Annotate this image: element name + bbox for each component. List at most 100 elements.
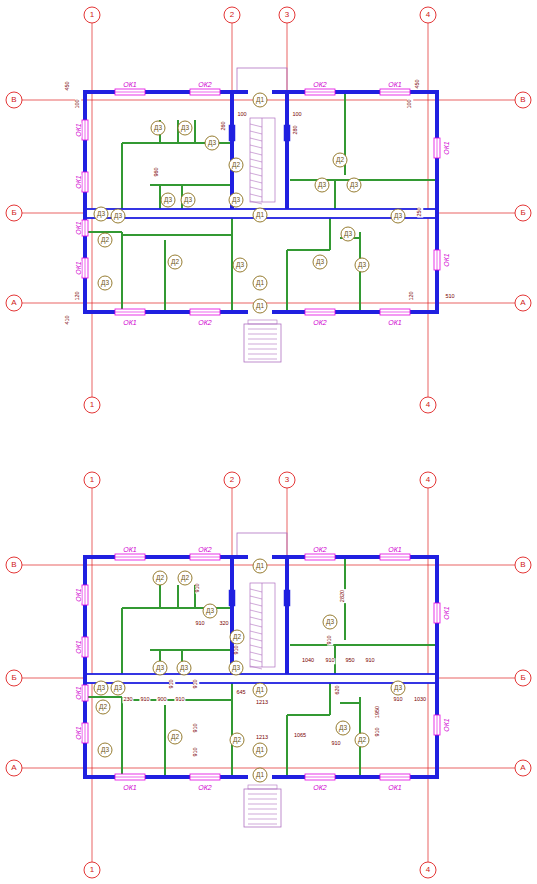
partition bbox=[121, 143, 123, 209]
axis-bubble bbox=[6, 760, 22, 776]
axis-bubble bbox=[224, 472, 240, 488]
door-mark-circle bbox=[253, 743, 267, 757]
axis-label: 3 bbox=[285, 476, 289, 484]
dimension: 1213 bbox=[255, 735, 269, 741]
dimension: 960 bbox=[154, 166, 160, 177]
door-mark: Д2 bbox=[358, 737, 366, 744]
window-mark: ОК2 bbox=[312, 784, 327, 791]
window bbox=[115, 774, 145, 780]
door-mark-circle bbox=[98, 743, 112, 757]
dimension: 950 bbox=[344, 658, 355, 664]
partition bbox=[287, 714, 330, 716]
partition bbox=[290, 179, 435, 181]
door-mark: Д3 bbox=[236, 262, 244, 269]
door-mark: Д2 bbox=[233, 737, 241, 744]
stair-wall bbox=[230, 92, 234, 209]
dimension: 910 bbox=[193, 746, 199, 757]
dimension: 2820 bbox=[340, 589, 346, 603]
door-mark: Д2 bbox=[336, 157, 344, 164]
stair-rail bbox=[262, 583, 263, 667]
axis-label: 4 bbox=[426, 401, 430, 409]
stair-step bbox=[250, 666, 262, 669]
stair-step bbox=[250, 131, 262, 134]
axis-bubble bbox=[84, 472, 100, 488]
door-mark-circle bbox=[229, 158, 243, 172]
window-glass bbox=[85, 585, 86, 605]
door-mark: Д3 bbox=[164, 197, 172, 204]
window-mark: ОК1 bbox=[443, 140, 450, 155]
dimension: 260 bbox=[221, 120, 227, 131]
dimension: 1040 bbox=[301, 658, 315, 664]
partition bbox=[121, 232, 123, 310]
axis-bubble bbox=[224, 7, 240, 23]
window-glass bbox=[380, 777, 410, 778]
partition bbox=[340, 702, 360, 704]
door-mark-circle bbox=[111, 209, 125, 223]
window bbox=[82, 120, 88, 140]
window bbox=[190, 309, 220, 315]
door-mark-circle bbox=[253, 276, 267, 290]
partition bbox=[122, 234, 232, 236]
door-mark: Д2 bbox=[171, 259, 179, 266]
axis-label: 4 bbox=[426, 476, 430, 484]
window-mark: ОК1 bbox=[75, 174, 82, 189]
axis-label: Б bbox=[520, 674, 525, 682]
door-mark: Д3 bbox=[394, 685, 402, 692]
door-mark: Д2 bbox=[171, 734, 179, 741]
stair-step bbox=[250, 194, 262, 197]
dimension: 510 bbox=[444, 294, 455, 300]
landing bbox=[248, 785, 277, 789]
stair-step bbox=[248, 804, 277, 805]
door-mark-circle bbox=[230, 733, 244, 747]
dimension: 900 bbox=[156, 697, 167, 703]
window bbox=[434, 138, 440, 158]
dimension: 1030 bbox=[413, 697, 427, 703]
door-mark: Д2 bbox=[232, 162, 240, 169]
dimension: 250 bbox=[417, 206, 423, 217]
partition bbox=[329, 218, 331, 250]
window bbox=[115, 89, 145, 95]
door-mark-circle bbox=[94, 681, 108, 695]
axis-line bbox=[22, 565, 515, 566]
window-glass bbox=[305, 92, 335, 93]
door-mark-circle bbox=[229, 661, 243, 675]
partition bbox=[329, 683, 331, 715]
window-glass bbox=[85, 685, 86, 701]
door-mark: Д1 bbox=[256, 303, 264, 310]
door-mark: Д3 bbox=[114, 213, 122, 220]
door-mark-circle bbox=[178, 571, 192, 585]
window-glass bbox=[85, 637, 86, 657]
window-mark: ОК1 bbox=[122, 546, 137, 553]
dimension: 910 bbox=[330, 741, 341, 747]
dimension: 910 bbox=[193, 678, 199, 689]
window-mark: ОК1 bbox=[387, 81, 402, 88]
axis-bubble bbox=[420, 472, 436, 488]
stair-step bbox=[248, 349, 277, 350]
axis-bubble bbox=[84, 862, 100, 878]
stair-step bbox=[250, 631, 262, 634]
dimension: 910 bbox=[169, 678, 175, 689]
door-mark-circle bbox=[253, 208, 267, 222]
window-mark: ОК1 bbox=[75, 220, 82, 235]
window bbox=[190, 774, 220, 780]
window-glass bbox=[437, 603, 438, 623]
ventilation-duct bbox=[284, 590, 290, 606]
axis-bubble bbox=[84, 397, 100, 413]
door-mark-circle bbox=[98, 233, 112, 247]
door-mark: Д3 bbox=[97, 211, 105, 218]
window-mark: ОК1 bbox=[387, 784, 402, 791]
axis-label: 4 bbox=[426, 866, 430, 874]
porch bbox=[237, 68, 287, 92]
landing bbox=[248, 320, 277, 324]
window bbox=[115, 554, 145, 560]
partition bbox=[164, 240, 166, 310]
dimension: 450 bbox=[65, 80, 71, 91]
stair-step bbox=[250, 173, 262, 176]
door-mark: Д3 bbox=[339, 725, 347, 732]
window-glass bbox=[437, 250, 438, 270]
stair-step bbox=[250, 187, 262, 190]
window-mark: ОК1 bbox=[387, 546, 402, 553]
door-mark-circle bbox=[253, 683, 267, 697]
window bbox=[190, 554, 220, 560]
door-mark-circle bbox=[98, 276, 112, 290]
